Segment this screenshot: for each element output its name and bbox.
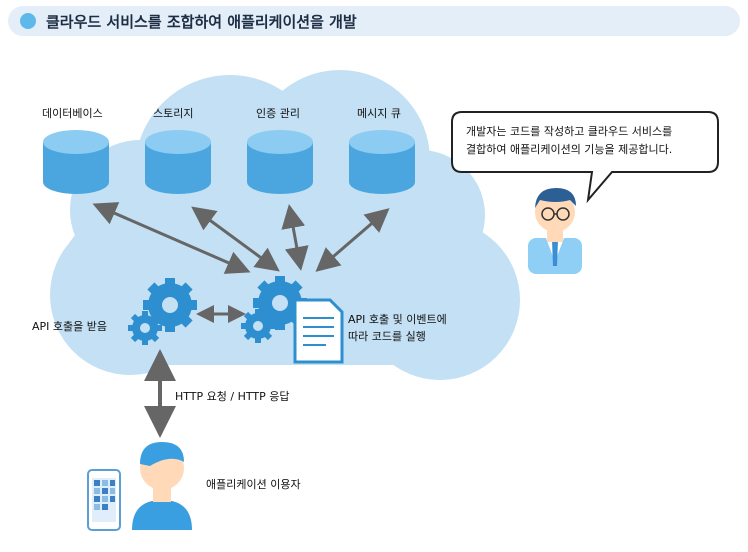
gear-icon <box>143 278 197 332</box>
http-label: HTTP 요청 / HTTP 응답 <box>175 390 290 403</box>
gear-left-label: API 호출을 받음 <box>32 320 107 333</box>
gear-right-label-line1: API 호출 및 이벤트에 <box>348 313 447 326</box>
arrow-auth <box>281 204 309 271</box>
gear-small-icon <box>241 309 275 343</box>
user-label: 애플리케이션 이용자 <box>206 478 301 491</box>
developer-person-icon <box>528 188 582 274</box>
developer-bubble-text: 개발자는 코드를 작성하고 클라우드 서비스를 결합하여 애플리케이션의 기능을… <box>466 123 706 159</box>
service-label-auth: 인증 관리 <box>256 107 300 120</box>
smartphone-icon <box>87 469 121 531</box>
gear-right-label-line2: 따라 코드를 실행 <box>348 330 426 343</box>
arrow-queue <box>315 208 390 272</box>
service-cylinder-icon <box>349 130 415 194</box>
gear-small-icon <box>128 311 162 345</box>
arrow-storage <box>191 206 280 272</box>
speech-bubble <box>451 111 719 204</box>
developer-bubble-line1: 개발자는 코드를 작성하고 클라우드 서비스를 <box>466 125 673 138</box>
header-bullet-icon <box>20 13 36 29</box>
service-cylinder-icon <box>43 130 109 194</box>
service-label-queue: 메시지 큐 <box>357 107 401 120</box>
service-label-storage: 스토리지 <box>153 107 194 120</box>
developer-bubble-line2: 결합하여 애플리케이션의 기능을 제공합니다. <box>466 143 673 156</box>
service-cylinder-icon <box>145 130 211 194</box>
header-bar: 클라우드 서비스를 조합하여 애플리케이션을 개발 <box>8 6 740 36</box>
code-document-icon <box>293 298 344 364</box>
service-label-database: 데이터베이스 <box>42 107 103 120</box>
page-title: 클라우드 서비스를 조합하여 애플리케이션을 개발 <box>46 13 357 31</box>
service-cylinder-icon <box>247 130 313 194</box>
app-user-person-icon <box>132 442 192 530</box>
